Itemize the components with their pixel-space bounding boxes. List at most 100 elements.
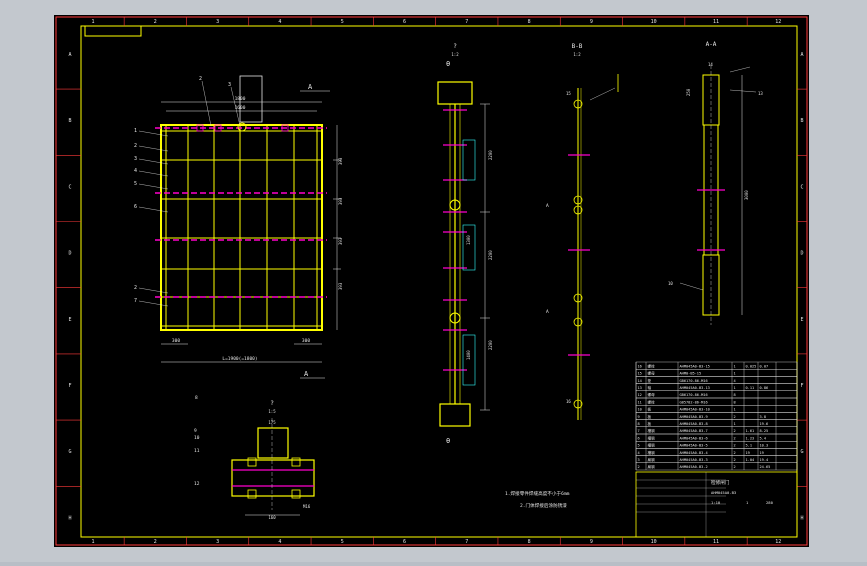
table-cell: AHM045A0-B3-9 xyxy=(680,415,708,419)
table-cell: GB5782-86-M16 xyxy=(680,400,708,404)
aa-leader xyxy=(679,282,704,291)
table-cell: AHM045A0-B3-4 xyxy=(680,451,708,455)
aa-dim-2: 250 xyxy=(686,88,691,96)
table-cell: 13 xyxy=(638,386,642,390)
rib-bolt xyxy=(214,124,222,132)
note-line-2: 2.门体焊接后涂防锈漆 xyxy=(520,502,567,509)
callout-8: 8 xyxy=(195,395,198,401)
table-cell: 9 xyxy=(638,415,640,419)
bb-pin xyxy=(573,317,583,327)
side-view[interactable]: ? 1:2 θ θ 2200 2200 2200 1300 1400 xyxy=(437,43,493,445)
table-cell: 2 xyxy=(734,458,736,462)
aa-leader xyxy=(729,89,757,93)
table-cell: 0.07 xyxy=(760,364,769,368)
table-cell: 5.1 xyxy=(746,444,753,448)
bb-detail-ref: A xyxy=(546,309,549,315)
detail-bolt xyxy=(291,489,301,499)
callout-11: 11 xyxy=(194,448,200,454)
grid-row-right-label: A xyxy=(800,52,803,58)
table-cell: AHM045A0-B3-3 xyxy=(680,458,708,462)
section-b-b[interactable]: B-B 1:2 AA 15 16 xyxy=(546,43,619,420)
grid-col-top-label: 1 xyxy=(91,19,94,25)
callout-10: 10 xyxy=(668,281,673,286)
bb-pin xyxy=(573,205,583,215)
table-cell: 扁钢 xyxy=(648,457,656,462)
bb-leader xyxy=(589,87,616,101)
table-cell: 10.3 xyxy=(760,444,769,448)
title-block-scale: 1:10 xyxy=(711,500,721,505)
callout-16: 16 xyxy=(566,399,571,404)
lifting-hole xyxy=(237,122,247,132)
grid-col-top-label: 9 xyxy=(590,19,593,25)
table-cell: 19 xyxy=(746,451,750,455)
table-cell: 2 xyxy=(734,429,736,433)
grid-col-top-label: 6 xyxy=(403,19,406,25)
grid-row-left-label: D xyxy=(68,251,71,257)
grid-row-right-label: E xyxy=(800,317,803,323)
grid-col-bottom-label: 8 xyxy=(528,539,531,545)
table-cell: 2 xyxy=(734,415,736,419)
table-cell: 螺栓 xyxy=(648,399,656,404)
detail-bolt xyxy=(291,457,301,467)
grid-col-bottom-label: 1 xyxy=(91,539,94,545)
callout-14: 14 xyxy=(708,62,713,67)
theta-mark-top: θ xyxy=(446,60,450,68)
detail-view[interactable]: ? 1:5 8 9 10 11 12 175 160 M16 xyxy=(194,395,315,520)
table-cell: 0.025 xyxy=(746,364,757,368)
bb-pin xyxy=(573,399,583,409)
section-b-scale: 1:2 xyxy=(573,52,581,57)
table-cell: 螺母 xyxy=(648,392,656,397)
callout-13: 13 xyxy=(758,91,763,96)
table-cell: 2 xyxy=(734,451,736,455)
table-cell: 8 xyxy=(734,393,736,397)
table-cell: 1 xyxy=(734,364,736,368)
side-slot xyxy=(462,334,476,386)
side-wheel xyxy=(449,199,461,211)
table-cell: AHM0-B5-15 xyxy=(680,372,702,376)
callout-9: 9 xyxy=(194,428,197,434)
table-cell: 3.8 xyxy=(760,415,767,419)
table-cell: 2 xyxy=(734,444,736,448)
table-cell: 1 xyxy=(734,422,736,426)
rib-bolt xyxy=(196,124,204,132)
detail-bracket xyxy=(257,427,289,459)
grid-col-bottom-label: 5 xyxy=(341,539,344,545)
table-cell: 1 xyxy=(734,372,736,376)
grid-col-top-label: 5 xyxy=(341,19,344,25)
table-cell: 4 xyxy=(734,379,736,383)
side-dim-2: 2200 xyxy=(488,250,493,260)
section-b-shapes: AA xyxy=(546,74,619,420)
table-cell: AHM045A0-B3-2 xyxy=(680,465,708,469)
detail-dim-2: 160 xyxy=(268,515,276,520)
bb-pin xyxy=(573,195,583,205)
table-cell: AHM045A0-B3-15 xyxy=(680,364,710,368)
table-cell: 14 xyxy=(638,379,642,383)
table-cell: 1.23 xyxy=(746,436,755,440)
table-cell: AHM045A0-B3-7 xyxy=(680,429,708,433)
table-cell: 板 xyxy=(648,407,652,412)
callout-15: 15 xyxy=(566,91,571,96)
side-view-title: ? xyxy=(453,43,457,50)
section-a-a[interactable]: A-A 14 13 10 3000 250 xyxy=(668,41,763,325)
side-view-shapes xyxy=(437,81,490,427)
table-cell: 螺栓 xyxy=(648,363,656,368)
bb-detail-ref: A xyxy=(546,203,549,209)
callout-label: 2 xyxy=(134,143,137,149)
grid-col-bottom-label: 7 xyxy=(465,539,468,545)
table-cell: 19.6 xyxy=(760,422,769,426)
table-cell: 1 xyxy=(734,386,736,390)
detail-dim-3: M16 xyxy=(303,504,311,509)
table-cell: 0.86 xyxy=(760,386,769,390)
table-cell: 2 xyxy=(638,465,640,469)
table-cell: 槽钢 xyxy=(648,435,656,440)
table-cell: 螺母 xyxy=(648,371,656,376)
bottom-dim-2: 300 xyxy=(302,338,310,344)
grid-row-left-label: F xyxy=(68,383,71,389)
callout-leader xyxy=(138,170,169,177)
gate-ribs xyxy=(155,124,327,298)
